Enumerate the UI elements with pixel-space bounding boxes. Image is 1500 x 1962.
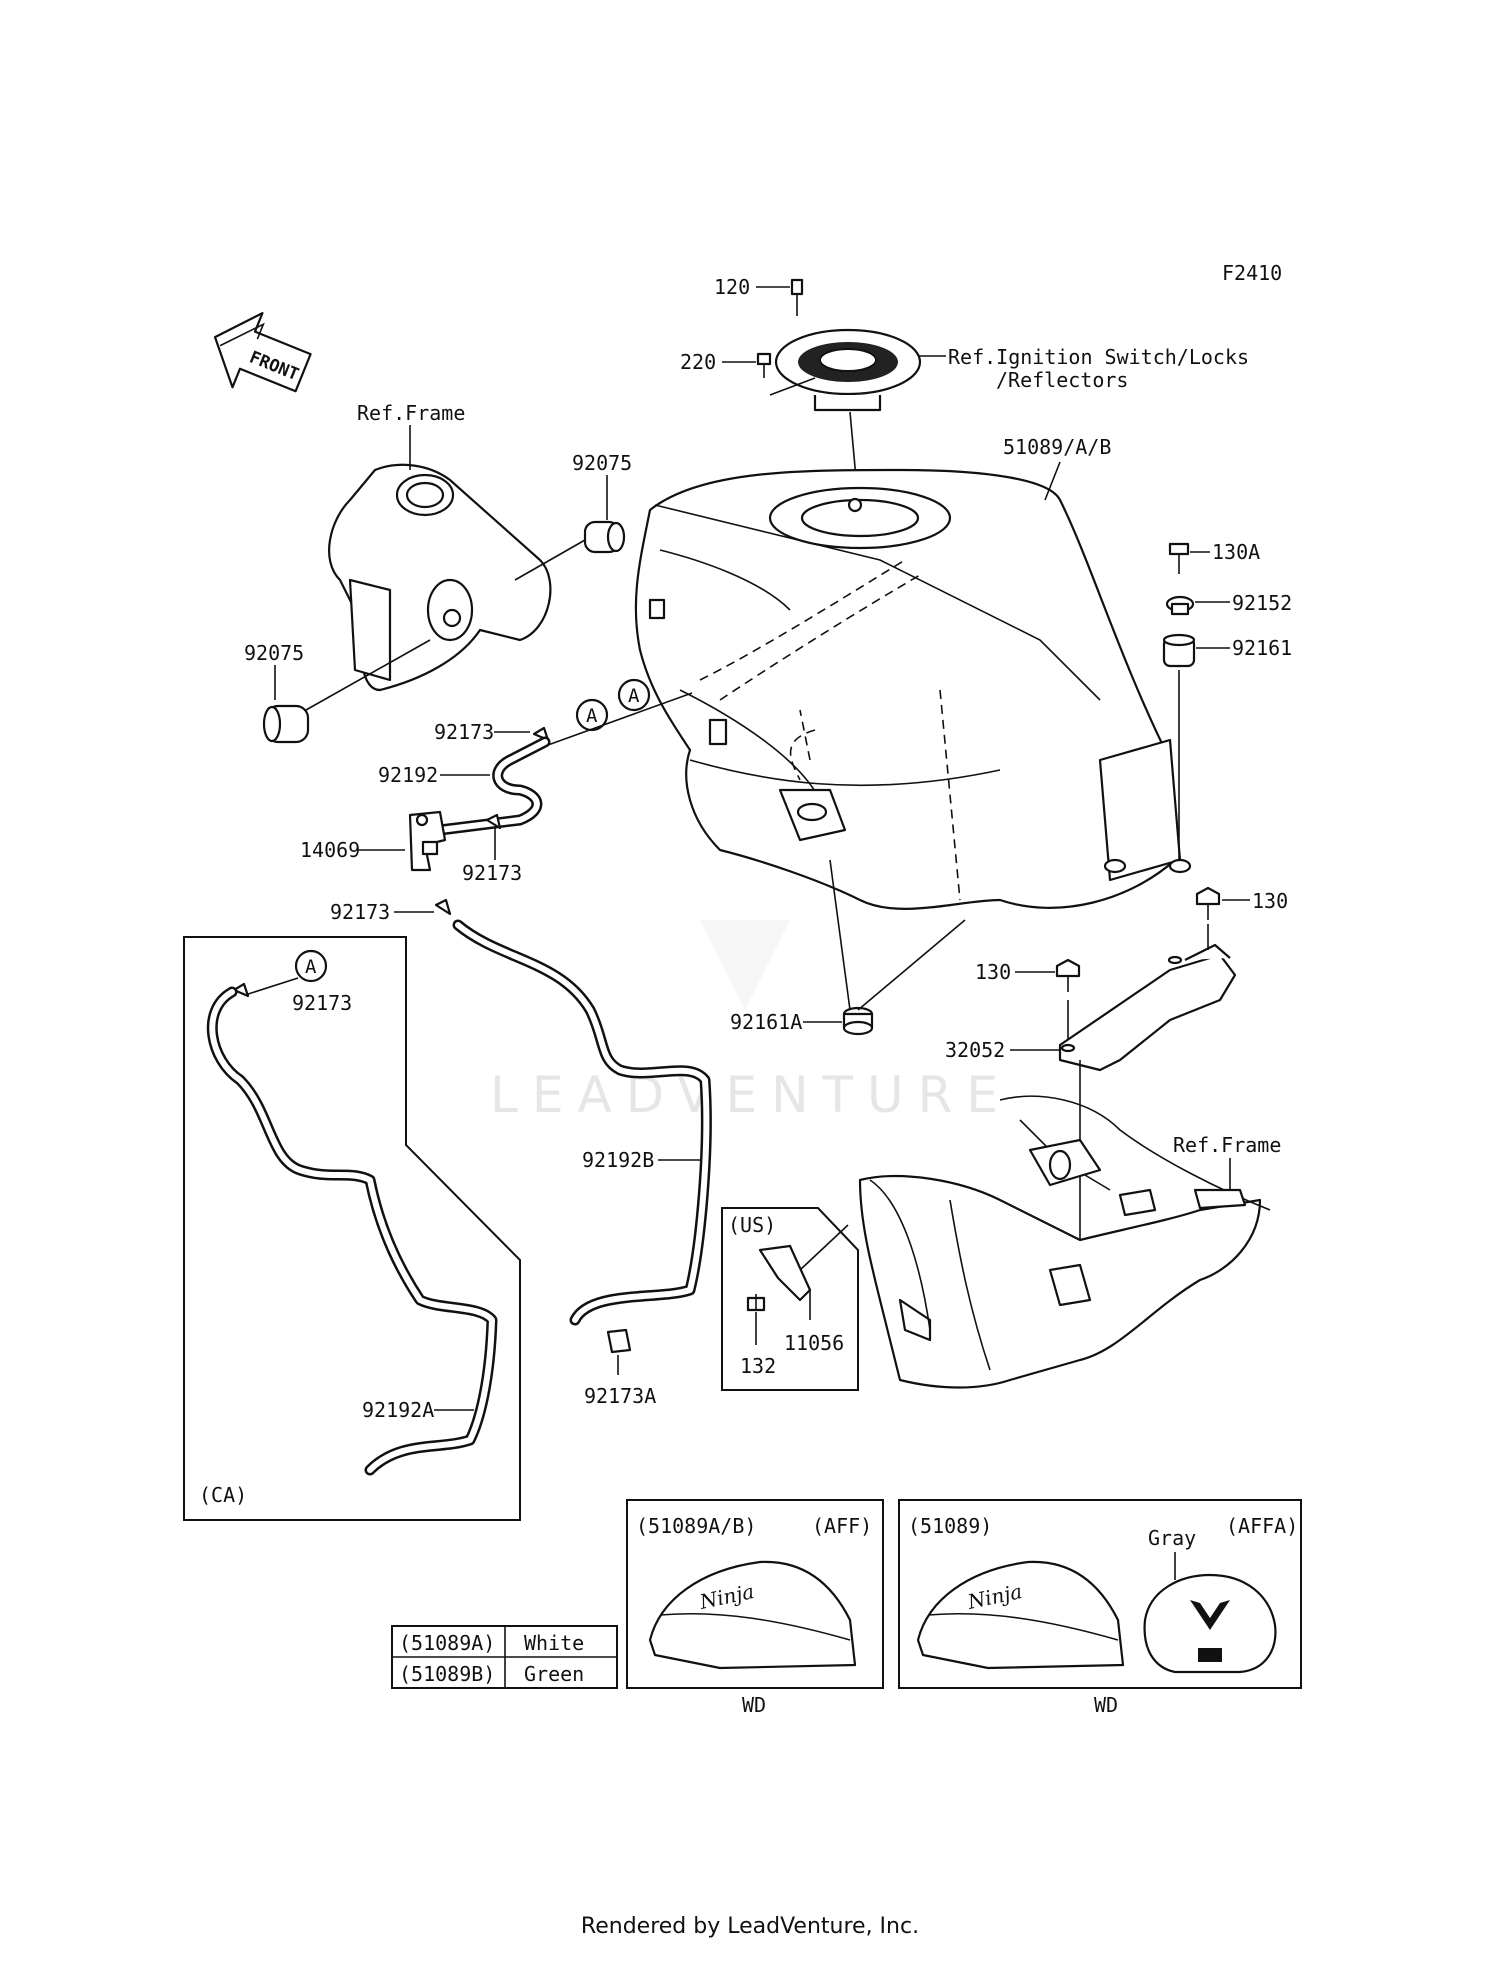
inset-affa: (51089) (AFFA) Gray Ninja WD (898, 1499, 1302, 1717)
fuel-tank (634, 468, 1192, 910)
color-table-color-a: White (524, 1631, 584, 1655)
ca-box (183, 936, 521, 1521)
label-ca: (CA) (199, 1483, 247, 1507)
circle-a-2: A (617, 678, 651, 712)
clamp-92173-3-icon (434, 898, 452, 916)
label-220: 220 (680, 350, 716, 374)
fuel-cap (774, 328, 922, 501)
screw-132-icon (746, 1294, 766, 1312)
bolt-130A-icon (1168, 542, 1190, 574)
label-92173A: 92173A (584, 1384, 656, 1408)
clamp-92173A-icon (606, 1328, 632, 1354)
circle-a-ca: A (294, 949, 328, 983)
damper-92161-icon (1162, 633, 1196, 668)
collar-92152-icon (1165, 595, 1195, 616)
label-132: 132 (740, 1354, 776, 1378)
damper-92075-b-icon (262, 704, 310, 744)
us-box (721, 1207, 859, 1391)
bracket-11056 (758, 1244, 812, 1302)
inset-affa-tag: (AFFA) (1226, 1514, 1298, 1538)
label-11056: 11056 (784, 1331, 844, 1355)
label-130-right: 130 (1252, 889, 1288, 913)
clamp-92173-ca-icon (232, 982, 250, 998)
label-us: (US) (728, 1213, 776, 1237)
label-92173-2: 92173 (462, 861, 522, 885)
color-table-code-a: (51089A) (399, 1631, 495, 1655)
svg-text:A: A (586, 705, 598, 727)
inset-affa-code: (51089) (908, 1514, 992, 1538)
label-130-mid: 130 (975, 960, 1011, 984)
valve-14069 (408, 810, 447, 872)
label-32052: 32052 (945, 1038, 1005, 1062)
front-arrow-icon: FRONT (213, 312, 312, 393)
label-120: 120 (714, 275, 750, 299)
label-ref-frame-top: Ref.Frame (357, 401, 465, 425)
label-ref-ignition-1: Ref.Ignition Switch/Locks (948, 345, 1249, 369)
bracket-32052 (1058, 943, 1237, 1072)
svg-text:A: A (628, 685, 640, 707)
label-92152: 92152 (1232, 591, 1292, 615)
damper-92075-a-icon (583, 520, 626, 554)
frame-head-bracket (328, 463, 552, 692)
label-14069: 14069 (300, 838, 360, 862)
label-92173-1: 92173 (434, 720, 494, 744)
footer-credit: Rendered by LeadVenture, Inc. (580, 1914, 920, 1939)
label-51089: 51089/A/B (1003, 435, 1111, 459)
inset-aff-tag: (AFF) (812, 1514, 872, 1538)
label-92173-3: 92173 (330, 900, 390, 924)
bolt-120-icon (790, 278, 804, 316)
label-92192: 92192 (378, 763, 438, 787)
label-130A: 130A (1212, 540, 1260, 564)
circle-a-1: A (575, 698, 609, 732)
color-table-color-b: Green (524, 1662, 584, 1686)
color-table-code-b: (51089B) (399, 1662, 495, 1686)
label-ref-frame-bottom: Ref.Frame (1173, 1133, 1281, 1157)
inset-aff: (51089A/B) (AFF) Ninja WD (626, 1499, 884, 1717)
label-92075-a: 92075 (572, 451, 632, 475)
label-92161A: 92161A (730, 1010, 802, 1034)
bolt-130-mid-icon (1055, 958, 1081, 992)
bolt-130-right-icon (1195, 886, 1221, 920)
label-ref-ignition-2: /Reflectors (996, 368, 1128, 392)
label-92173-ca: 92173 (292, 991, 352, 1015)
label-92192A: 92192A (362, 1398, 434, 1422)
inset-aff-code: (51089A/B) (636, 1514, 756, 1538)
inset-aff-caption: WD (742, 1693, 766, 1717)
color-table: (51089A) White (51089B) Green (391, 1625, 618, 1689)
frame-main (858, 1095, 1271, 1389)
screw-220-icon (756, 352, 772, 378)
inset-affa-color: Gray (1148, 1526, 1196, 1550)
label-92192B: 92192B (582, 1148, 654, 1172)
label-92161: 92161 (1232, 636, 1292, 660)
clamp-92173-2-icon (485, 813, 502, 830)
inset-affa-caption: WD (1094, 1693, 1118, 1717)
diagram-code: F2410 (1222, 261, 1282, 285)
watermark-text: LEADVENTURE (490, 1066, 1012, 1124)
damper-92161A-icon (842, 1006, 874, 1036)
label-92075-b: 92075 (244, 641, 304, 665)
svg-text:A: A (305, 956, 317, 978)
